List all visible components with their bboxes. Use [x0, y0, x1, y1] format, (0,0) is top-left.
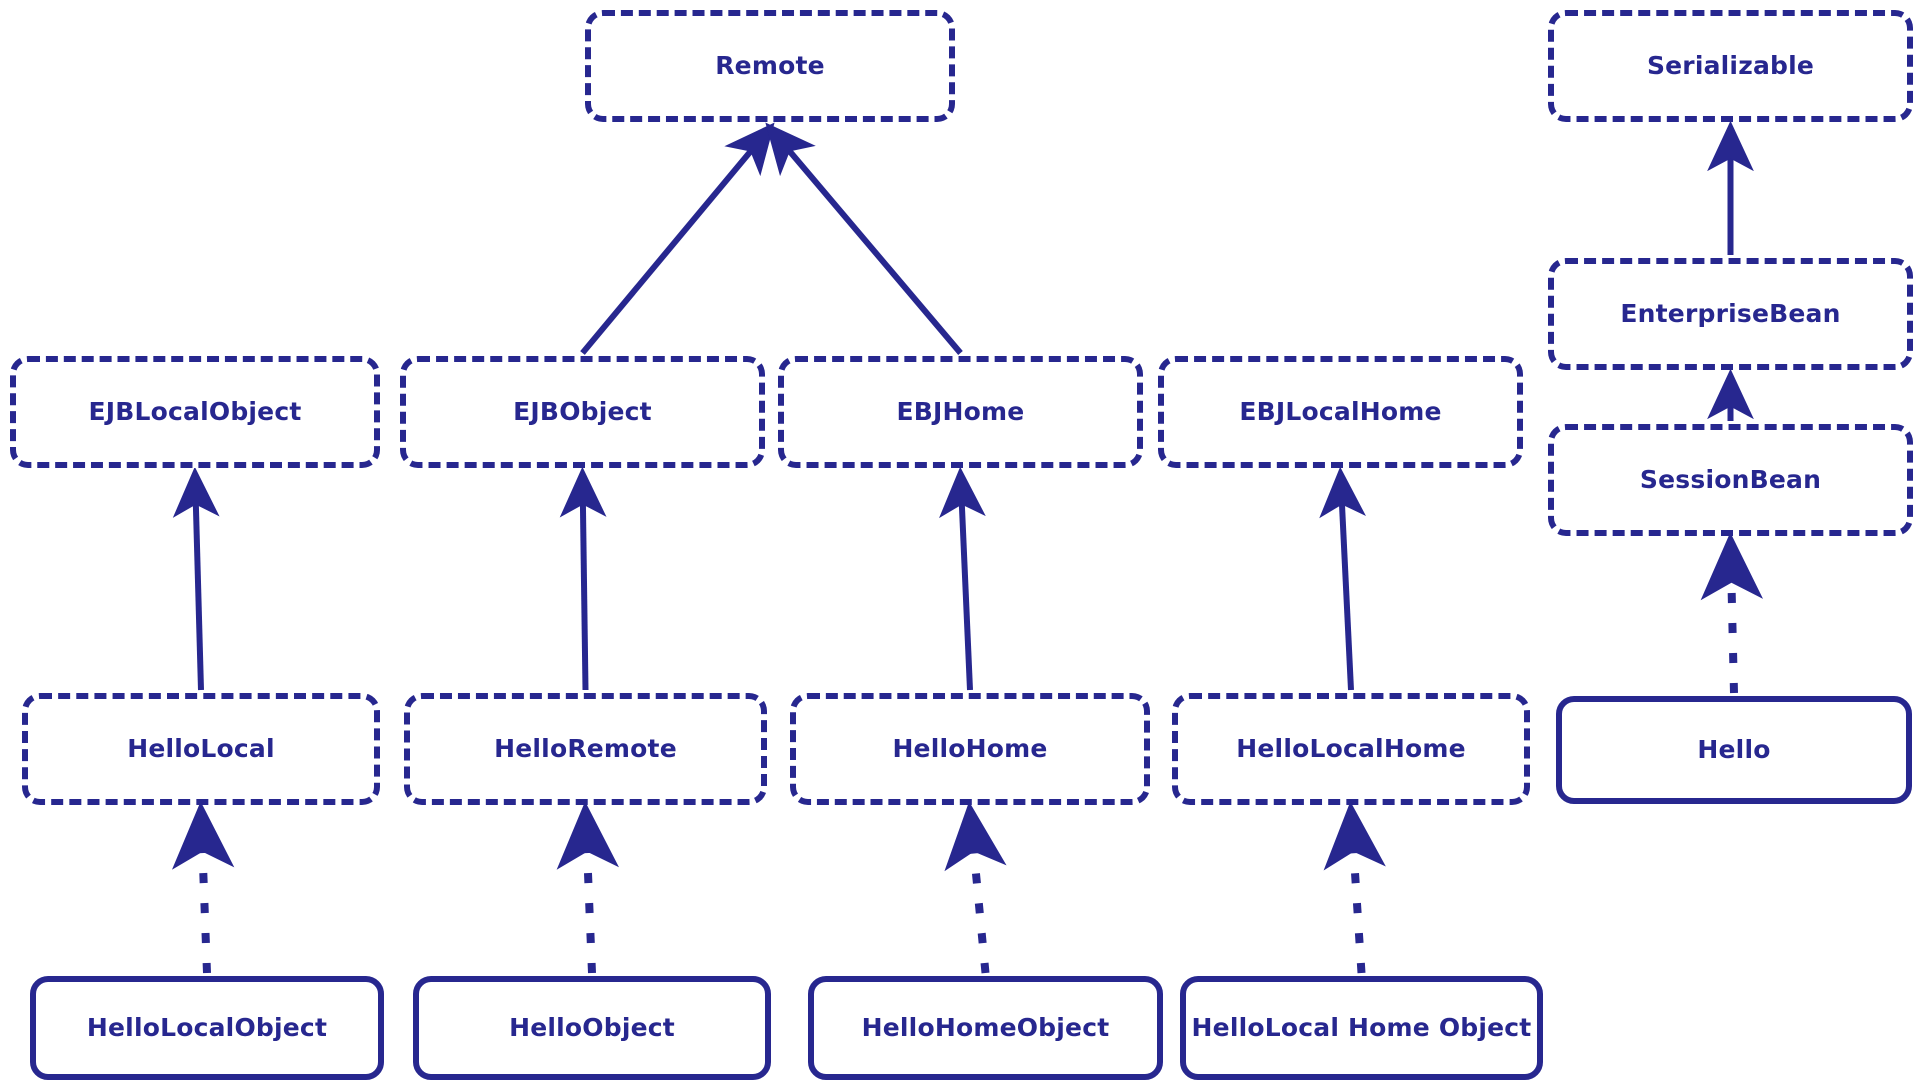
- node-label: EJBObject: [513, 397, 652, 427]
- edge-hellolocal-to-ejblocalobject: [172, 466, 220, 691]
- node-label: HelloLocalHome: [1236, 734, 1466, 764]
- node-label: Serializable: [1646, 51, 1815, 81]
- edge-hellohome-to-ebjhome: [939, 466, 986, 691]
- node-ebjlocalhome[interactable]: EBJLocalHome: [1158, 356, 1523, 468]
- node-label: EJBLocalObject: [88, 397, 302, 427]
- node-label: HelloLocal: [127, 734, 275, 764]
- node-label: HelloLocal Home Object: [1191, 1013, 1532, 1043]
- node-label: SessionBean: [1639, 465, 1822, 495]
- node-label: EBJHome: [896, 397, 1025, 427]
- node-label: EBJLocalHome: [1239, 397, 1442, 427]
- edge-hello-to-sessionbean: [1700, 532, 1764, 694]
- edge-hellolocalhome-to-ebjlocalhome: [1319, 466, 1366, 691]
- node-hellolocal[interactable]: HelloLocal: [22, 693, 380, 805]
- node-label: HelloLocalObject: [86, 1013, 328, 1043]
- edge-helloremote-to-ejbobject: [559, 466, 607, 691]
- node-label: HelloRemote: [494, 734, 677, 764]
- node-sessionbean[interactable]: SessionBean: [1548, 424, 1913, 536]
- edge-hellolocalobject-to-hellolocal: [171, 801, 235, 974]
- node-hellohomeobject[interactable]: HelloHomeObject: [808, 976, 1163, 1080]
- node-hellolocalobject[interactable]: HelloLocalObject: [30, 976, 384, 1080]
- node-hellohome[interactable]: HelloHome: [790, 693, 1150, 805]
- node-remote[interactable]: Remote: [585, 10, 955, 122]
- node-enterprisebean[interactable]: EnterpriseBean: [1548, 258, 1913, 370]
- node-ebjhome[interactable]: EBJHome: [778, 356, 1143, 468]
- node-hello[interactable]: Hello: [1556, 696, 1912, 804]
- node-label: EnterpriseBean: [1620, 299, 1841, 329]
- edge-ebjhome-to-remote: [765, 122, 963, 355]
- node-hellolocalhomeobj[interactable]: HelloLocal Home Object: [1180, 976, 1543, 1080]
- node-helloobject[interactable]: HelloObject: [413, 976, 771, 1080]
- node-label: Remote: [715, 51, 825, 81]
- node-serializable[interactable]: Serializable: [1548, 10, 1913, 122]
- node-label: HelloHomeObject: [861, 1013, 1110, 1043]
- node-label: Hello: [1697, 735, 1771, 765]
- node-ejbobject[interactable]: EJBObject: [400, 356, 765, 468]
- edge-group: [171, 120, 1764, 974]
- edge-helloobject-to-helloremote: [556, 801, 619, 974]
- edge-hellohomeobject-to-hellohome: [944, 801, 1007, 974]
- edge-hellolocalhomeobj-to-hellolocalhome: [1323, 801, 1386, 974]
- edge-ejbobject-to-remote: [580, 122, 775, 355]
- node-hellolocalhome[interactable]: HelloLocalHome: [1172, 693, 1530, 805]
- node-helloremote[interactable]: HelloRemote: [404, 693, 767, 805]
- node-label: HelloHome: [892, 734, 1048, 764]
- node-ejblocalobject[interactable]: EJBLocalObject: [10, 356, 380, 468]
- node-label: HelloObject: [509, 1013, 675, 1043]
